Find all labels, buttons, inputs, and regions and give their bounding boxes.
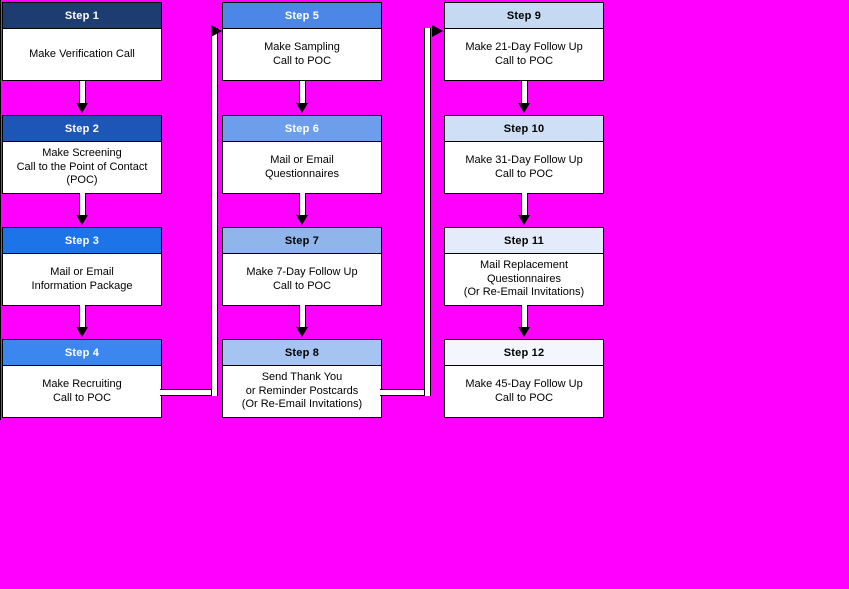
arrowhead-down-icon — [76, 215, 88, 225]
arrowhead-down-icon — [296, 215, 308, 225]
step-body: Mail Replacement Questionnaires (Or Re-E… — [445, 254, 603, 305]
step-body-line: Questionnaires — [487, 272, 561, 285]
step-title: Step 4 — [64, 346, 100, 359]
step-box-8[interactable]: Step 8 Send Thank You or Reminder Postca… — [222, 339, 382, 418]
step-box-4[interactable]: Step 4 Make Recruiting Call to POC — [2, 339, 162, 418]
step-box-11[interactable]: Step 11 Mail Replacement Questionnaires … — [444, 227, 604, 306]
arrowhead-down-icon — [518, 215, 530, 225]
step-box-10[interactable]: Step 10 Make 31-Day Follow Up Call to PO… — [444, 115, 604, 194]
step-body-line: Make 31-Day Follow Up — [465, 154, 583, 166]
connector-step8-step9-vertical — [424, 28, 431, 396]
page-edge-line — [0, 0, 1, 420]
arrowhead-right-icon — [211, 25, 222, 37]
step-title: Step 10 — [503, 122, 545, 135]
step-body-line: Call to POC — [272, 54, 332, 67]
step-header: Step 5 — [223, 3, 381, 29]
step-body-line: Mail or Email — [50, 266, 114, 278]
arrowhead-down-icon — [296, 103, 308, 113]
step-body-line: Send Thank You — [261, 371, 343, 384]
step-box-7[interactable]: Step 7 Make 7-Day Follow Up Call to POC — [222, 227, 382, 306]
step-box-9[interactable]: Step 9 Make 21-Day Follow Up Call to POC — [444, 2, 604, 81]
step-body-line: Call to POC — [494, 54, 554, 67]
connector-step4-step5-horizontal — [160, 389, 218, 396]
connector-step7-step8 — [299, 305, 306, 329]
step-body: Make 7-Day Follow Up Call to POC — [223, 254, 381, 305]
step-title: Step 1 — [64, 9, 100, 22]
step-body-line: Make 7-Day Follow Up — [246, 266, 358, 278]
connector-step11-step12 — [521, 305, 528, 329]
step-body-line: Make Recruiting — [42, 378, 122, 390]
step-body-line: Make Screening — [42, 147, 122, 160]
step-title: Step 9 — [506, 9, 542, 22]
step-body: Make 45-Day Follow Up Call to POC — [445, 366, 603, 417]
step-header: Step 11 — [445, 228, 603, 254]
step-body: Make Recruiting Call to POC — [3, 366, 161, 417]
step-header: Step 4 — [3, 340, 161, 366]
step-header: Step 8 — [223, 340, 381, 366]
step-body: Make 21-Day Follow Up Call to POC — [445, 29, 603, 80]
step-body-line: Call to POC — [494, 167, 554, 180]
connector-step2-step3 — [79, 193, 86, 217]
step-body: Make 31-Day Follow Up Call to POC — [445, 142, 603, 193]
step-body-line: Call to POC — [272, 279, 332, 292]
step-body-line: Questionnaires — [265, 167, 339, 180]
step-body: Make Sampling Call to POC — [223, 29, 381, 80]
step-body-line: Call to POC — [52, 391, 112, 404]
connector-step5-step6 — [299, 81, 306, 105]
step-header: Step 6 — [223, 116, 381, 142]
step-box-1[interactable]: Step 1 Make Verification Call — [2, 2, 162, 81]
step-body-line: Information Package — [31, 279, 133, 292]
step-body: Mail or Email Questionnaires — [223, 142, 381, 193]
step-header: Step 3 — [3, 228, 161, 254]
step-box-5[interactable]: Step 5 Make Sampling Call to POC — [222, 2, 382, 81]
step-body-line: Call to POC — [494, 391, 554, 404]
step-box-6[interactable]: Step 6 Mail or Email Questionnaires — [222, 115, 382, 194]
step-title: Step 7 — [284, 234, 320, 247]
step-title: Step 3 — [64, 234, 100, 247]
step-title: Step 12 — [503, 346, 545, 359]
step-title: Step 8 — [284, 346, 320, 359]
step-header: Step 9 — [445, 3, 603, 29]
step-body-line: (Or Re-Email Invitations) — [241, 398, 363, 411]
step-body-line: Make Verification Call — [29, 47, 135, 60]
connector-step1-step2 — [79, 81, 86, 105]
step-header: Step 10 — [445, 116, 603, 142]
arrowhead-down-icon — [518, 327, 530, 337]
connector-step8-step9-horizontal — [380, 389, 431, 396]
step-body-line: or Reminder Postcards — [245, 384, 359, 397]
arrowhead-right-icon — [432, 25, 443, 37]
step-body-line: Mail or Email — [270, 154, 334, 166]
step-body: Send Thank You or Reminder Postcards (Or… — [223, 366, 381, 417]
step-body-line: Make Sampling — [264, 41, 340, 53]
step-box-3[interactable]: Step 3 Mail or Email Information Package — [2, 227, 162, 306]
step-body-line: Make 45-Day Follow Up — [465, 378, 583, 390]
step-title: Step 2 — [64, 122, 100, 135]
step-title: Step 6 — [284, 122, 320, 135]
step-header: Step 2 — [3, 116, 161, 142]
arrowhead-down-icon — [76, 103, 88, 113]
step-body-line: Call to the Point of Contact — [16, 160, 148, 173]
connector-step10-step11 — [521, 193, 528, 217]
step-header: Step 1 — [3, 3, 161, 29]
step-header: Step 12 — [445, 340, 603, 366]
connector-step4-step5-vertical — [211, 28, 218, 396]
connector-step3-step4 — [79, 305, 86, 329]
step-title: Step 11 — [504, 234, 544, 247]
step-header: Step 7 — [223, 228, 381, 254]
step-body-line: (Or Re-Email Invitations) — [463, 286, 585, 299]
step-title: Step 5 — [284, 9, 320, 22]
step-body: Make Verification Call — [3, 29, 161, 80]
connector-step9-step10 — [521, 81, 528, 105]
step-body-line: Mail Replacement — [479, 259, 569, 272]
step-box-2[interactable]: Step 2 Make Screening Call to the Point … — [2, 115, 162, 194]
step-body-line: (POC) — [66, 174, 98, 187]
step-box-12[interactable]: Step 12 Make 45-Day Follow Up Call to PO… — [444, 339, 604, 418]
step-body: Mail or Email Information Package — [3, 254, 161, 305]
arrowhead-down-icon — [296, 327, 308, 337]
connector-step6-step7 — [299, 193, 306, 217]
arrowhead-down-icon — [518, 103, 530, 113]
arrowhead-down-icon — [76, 327, 88, 337]
step-body-line: Make 21-Day Follow Up — [465, 41, 583, 53]
step-body: Make Screening Call to the Point of Cont… — [3, 142, 161, 193]
